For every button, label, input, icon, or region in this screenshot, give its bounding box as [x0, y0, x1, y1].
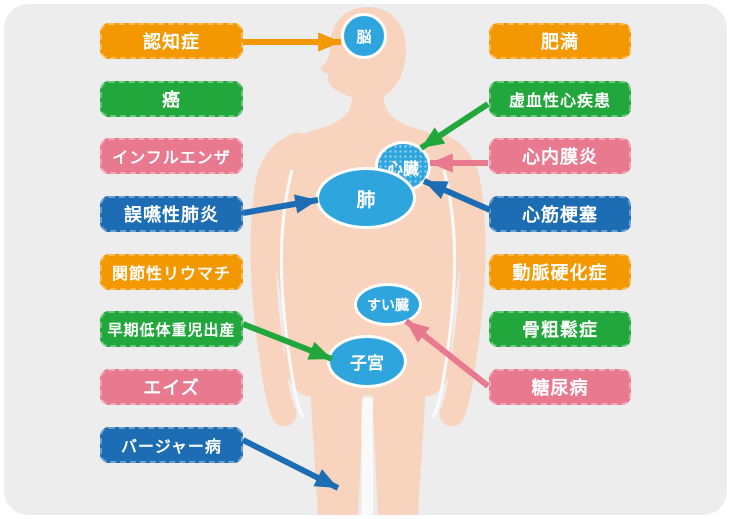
leg-gap: [361, 397, 374, 515]
disease-label-left-1: 癌: [100, 80, 243, 117]
disease-label-left-6: エイズ: [100, 369, 243, 406]
disease-label-left-3: 誤嚥性肺炎: [100, 196, 243, 233]
disease-label-right-6: 糖尿病: [489, 369, 631, 406]
disease-label-left-4: 関節性リウマチ: [100, 253, 243, 290]
disease-label-left-7: バージャー病: [100, 426, 243, 463]
infographic-stage: 脳心臓肺すい臓子宮 認知症癌インフルエンザ誤嚥性肺炎関節性リウマチ早期低体重児出…: [4, 4, 727, 515]
organ-uterus: 子宮: [327, 335, 407, 388]
disease-label-right-0: 肥満: [489, 23, 631, 59]
disease-label-left-5: 早期低体重児出産: [100, 311, 243, 348]
disease-label-right-3: 心筋梗塞: [489, 196, 631, 233]
disease-label-right-2: 心内膜炎: [489, 138, 631, 175]
right-leg: [371, 368, 426, 515]
organ-lung: 肺: [316, 167, 416, 229]
disease-label-right-1: 虚血性心疾患: [489, 80, 631, 117]
disease-label-right-5: 骨粗鬆症: [489, 311, 631, 348]
disease-label-left-2: インフルエンザ: [100, 138, 243, 175]
right-disease-column: 肥満虚血性心疾患心内膜炎心筋梗塞動脈硬化症骨粗鬆症糖尿病: [489, 23, 631, 406]
disease-label-right-4: 動脈硬化症: [489, 253, 631, 290]
left-disease-column: 認知症癌インフルエンザ誤嚥性肺炎関節性リウマチ早期低体重児出産エイズバージャー病: [100, 23, 243, 463]
infographic-card: 脳心臓肺すい臓子宮 認知症癌インフルエンザ誤嚥性肺炎関節性リウマチ早期低体重児出…: [4, 4, 727, 515]
organ-pancreas: すい臓: [354, 283, 422, 326]
disease-label-left-0: 認知症: [100, 23, 243, 59]
organ-brain: 脳: [341, 13, 387, 59]
